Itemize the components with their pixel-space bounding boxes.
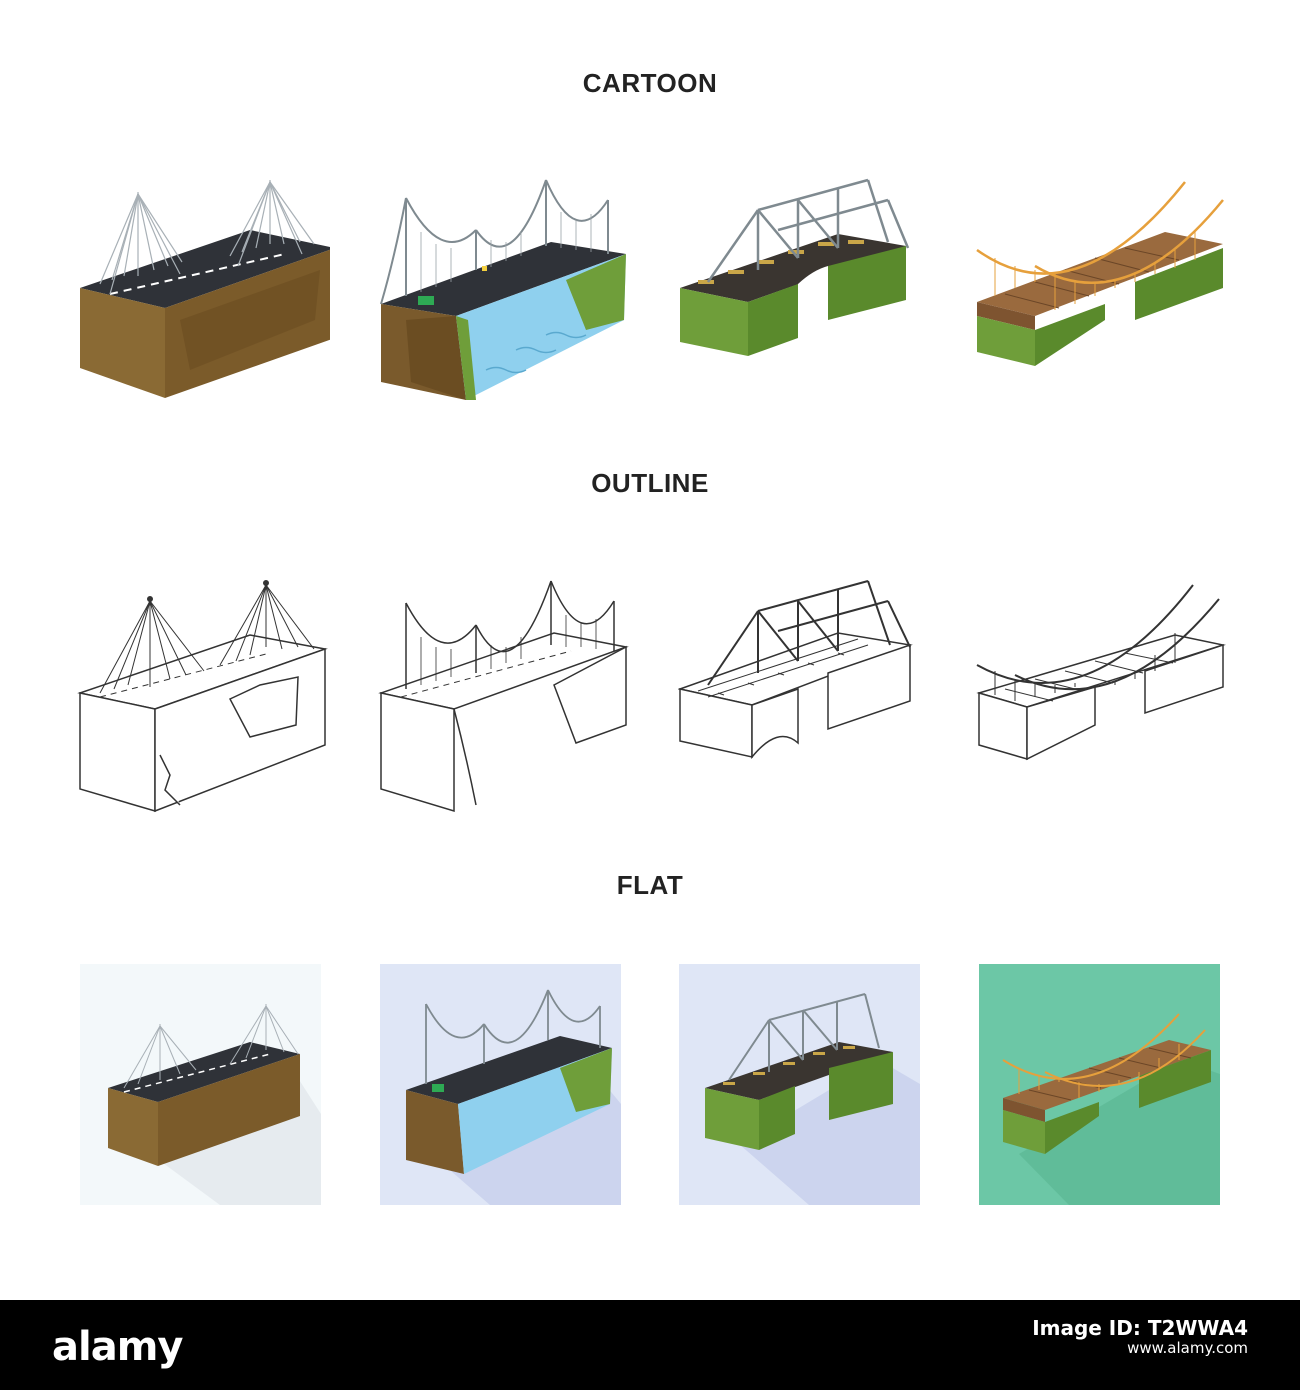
section-title-flat: FLAT <box>616 870 684 900</box>
truss-railway-bridge-icon <box>680 178 910 356</box>
image-id: Image ID: T2WWA4 <box>1032 1316 1248 1340</box>
rope-bridge-icon <box>976 181 1224 366</box>
rope-bridge-flat-icon <box>1002 1013 1220 1205</box>
suspension-bridge-outline-icon <box>378 580 629 813</box>
image-info: Image ID: T2WWA4 www.alamy.com <box>1032 1318 1248 1358</box>
suspension-bridge-over-river-icon <box>380 179 626 400</box>
flat-tile <box>979 964 1220 1205</box>
truss-railway-bridge-flat-icon <box>705 993 920 1205</box>
site-url: www.alamy.com <box>1127 1339 1248 1357</box>
flat-tile <box>80 964 321 1205</box>
section-title-outline: OUTLINE <box>591 468 709 498</box>
alamy-logo: alamy <box>52 1324 183 1370</box>
truss-railway-bridge-outline-icon <box>678 580 913 760</box>
cable-stayed-bridge-flat-icon <box>108 1004 321 1205</box>
rope-bridge-outline-icon <box>976 584 1226 761</box>
section-title-cartoon: CARTOON <box>582 68 718 98</box>
watermark-bar: alamy Image ID: T2WWA4 www.alamy.com <box>0 1300 1300 1390</box>
cable-stayed-bridge-outline-icon <box>77 580 328 813</box>
flat-tile <box>380 964 621 1205</box>
suspension-bridge-flat-icon <box>406 989 621 1205</box>
cable-stayed-bridge-icon <box>80 180 330 398</box>
flat-tile <box>679 964 920 1205</box>
